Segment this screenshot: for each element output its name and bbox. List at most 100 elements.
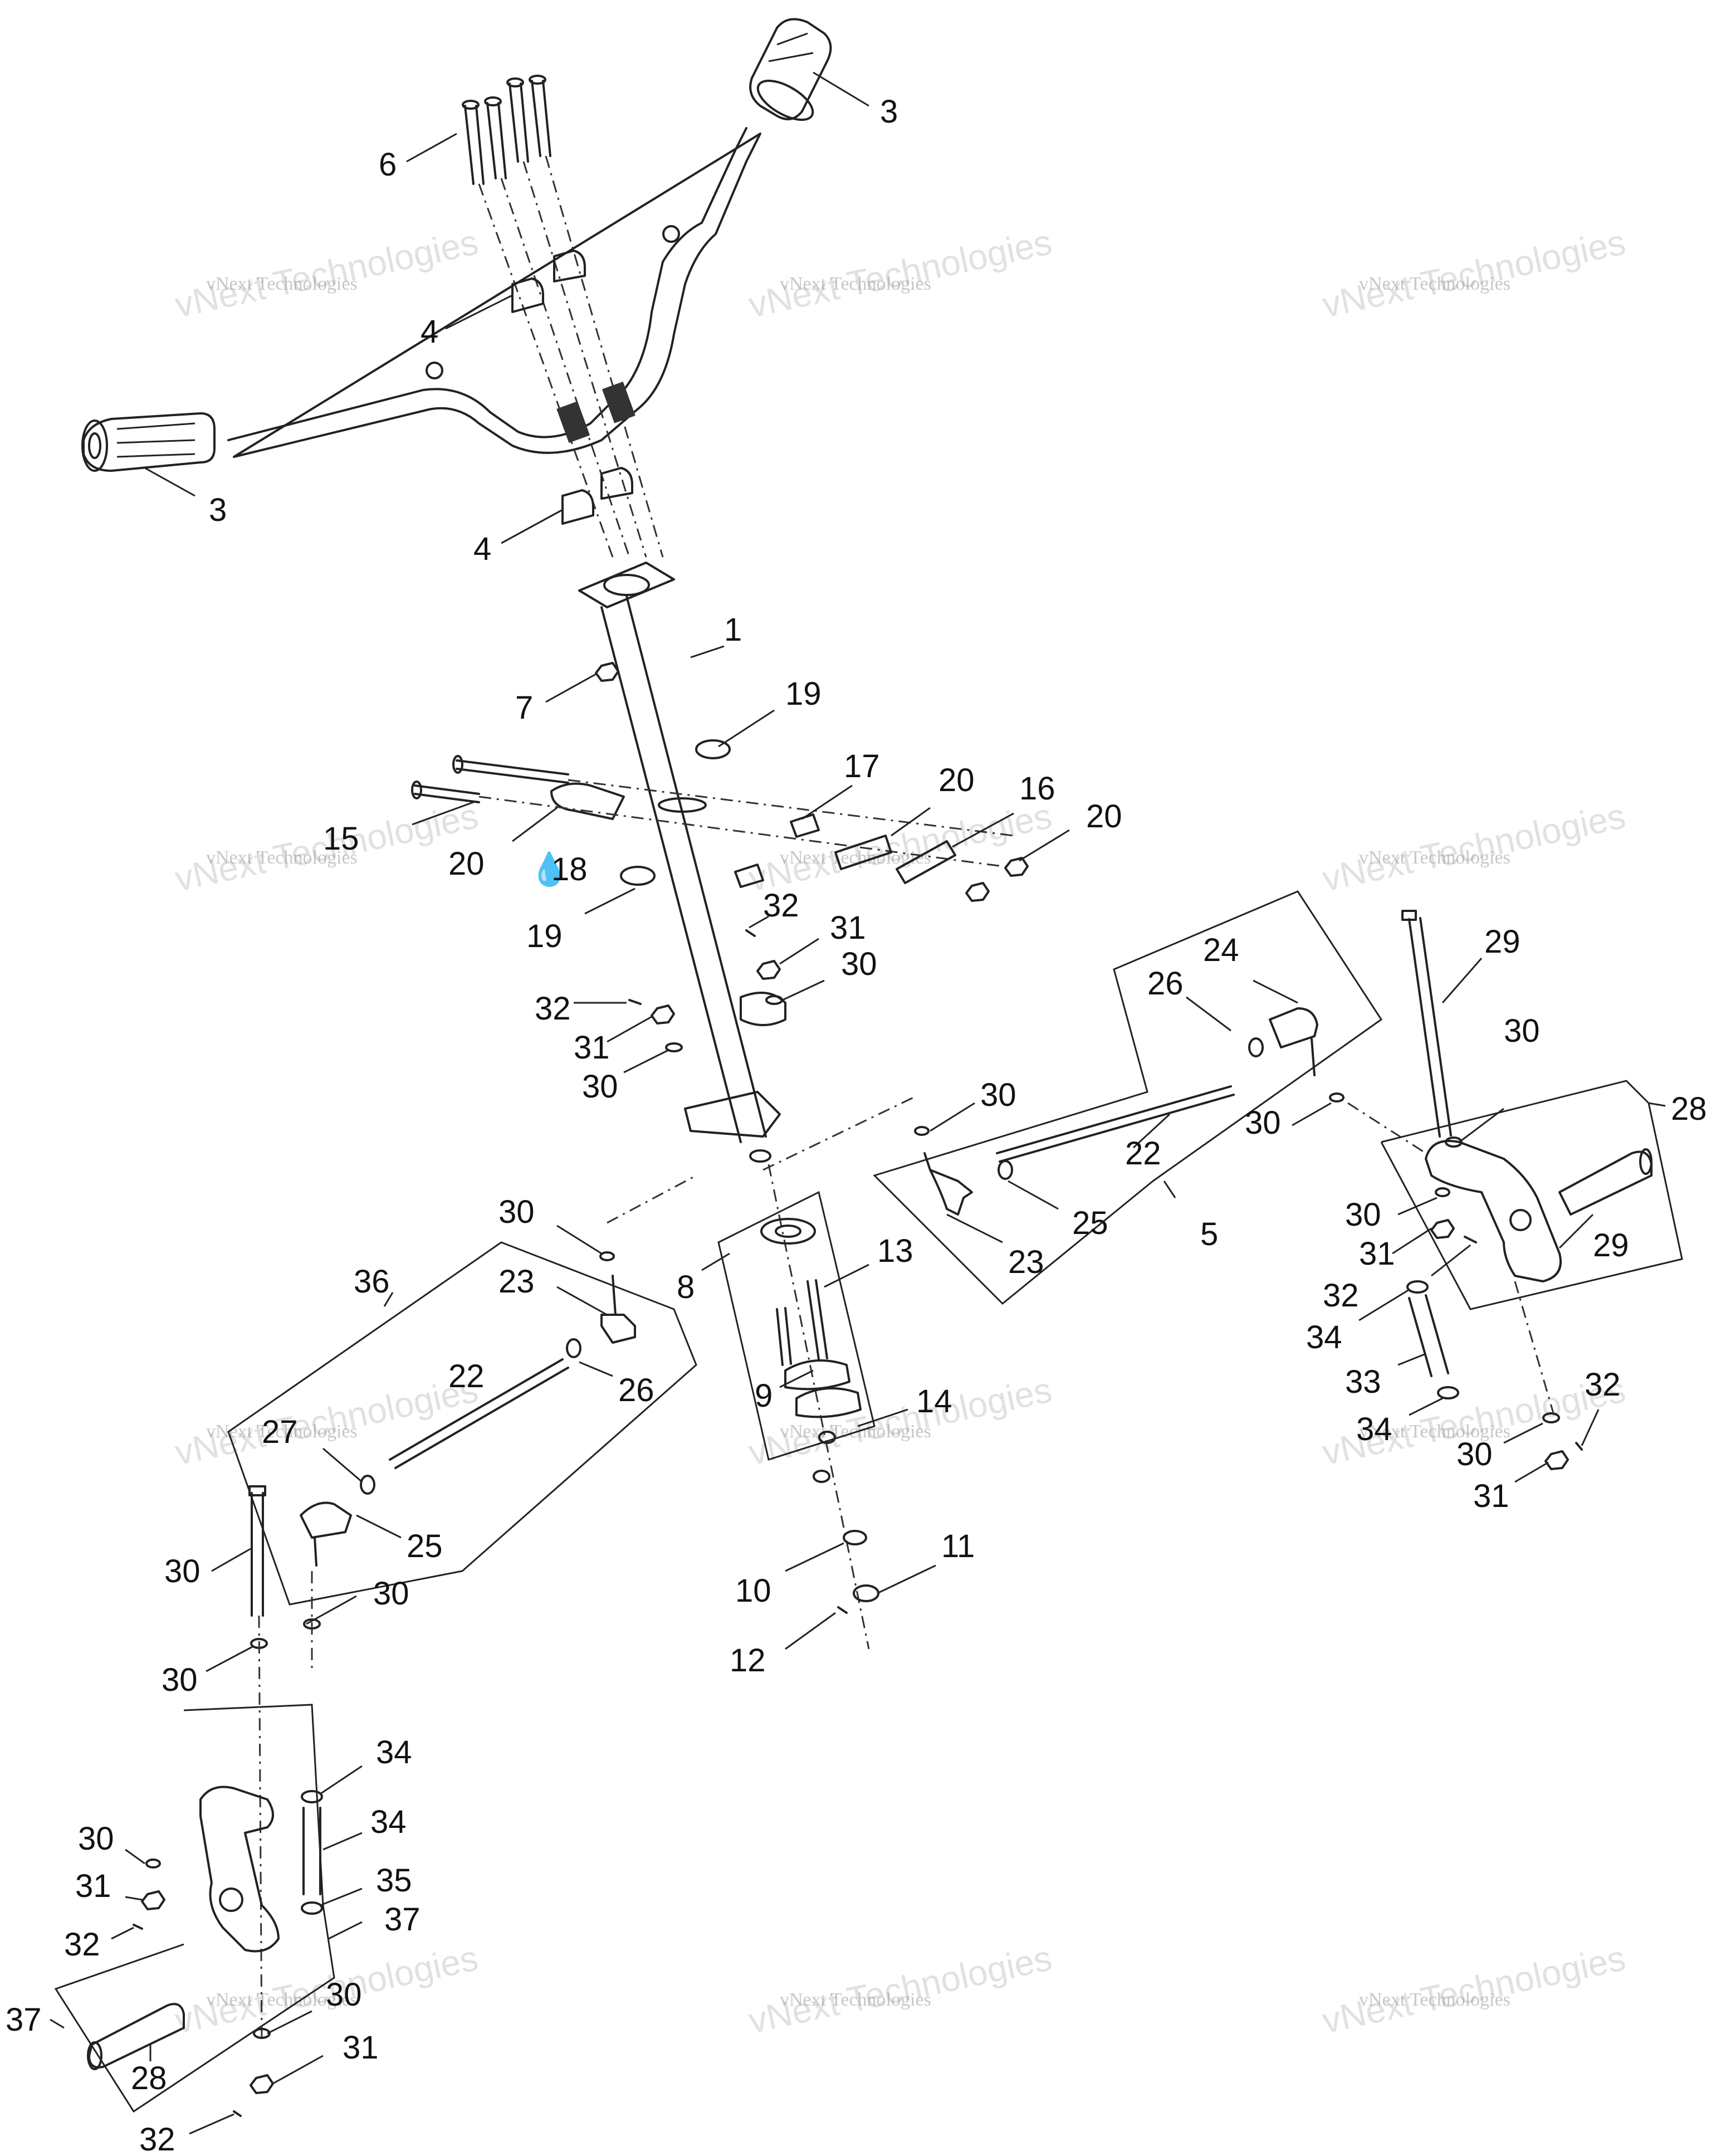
steering-column	[578, 562, 870, 1650]
ring-19-lower	[620, 866, 656, 886]
tie-rod-22-right	[996, 1085, 1235, 1163]
axle-28-right	[1558, 1150, 1653, 1216]
callout-32: 32	[1585, 1367, 1621, 1403]
callout-6: 6	[379, 147, 397, 183]
handlebar-knurl-right	[602, 381, 635, 423]
callout-20: 20	[448, 846, 485, 882]
callout-31: 31	[1359, 1236, 1395, 1272]
ring-19-upper	[695, 739, 731, 759]
callout-32: 32	[1323, 1277, 1359, 1314]
callout-4: 4	[421, 314, 438, 350]
nut-14	[818, 1431, 836, 1444]
spindle-assembly-right-outline	[1380, 1080, 1683, 1310]
spindle-36	[199, 1786, 280, 1953]
callout-30: 30	[1456, 1436, 1493, 1472]
tie-rod-end-23-left	[600, 1314, 636, 1344]
handlebar-switch-mount-left	[426, 362, 443, 379]
callout-15: 15	[323, 821, 359, 857]
callout-34: 35	[376, 1862, 412, 1899]
watermark-7: vNext Technologies vNext Technologies	[172, 1369, 482, 1473]
callout-33: 33	[1345, 1364, 1381, 1400]
watermark-12: vNext Technologies vNext Technologies	[1319, 1938, 1629, 2041]
nut-31-l2	[250, 2074, 274, 2094]
cotter-32-upper	[745, 929, 756, 937]
watermark-text: vNext Technologies	[206, 847, 358, 868]
washer-30-left	[665, 1042, 683, 1052]
callout-26: 26	[1147, 965, 1184, 1002]
callout-30: 30	[498, 1194, 535, 1230]
callout-32: 32	[763, 887, 799, 924]
watermark-8: vNext Technologies vNext Technologies	[745, 1369, 1055, 1473]
washer-30-l5	[253, 2028, 271, 2039]
watermark-text: vNext Technologies	[206, 274, 358, 294]
spindle-assembly-right	[1380, 910, 1683, 1470]
bolt-29-right	[1408, 917, 1452, 1138]
nut-25-left	[566, 1338, 581, 1358]
cotter-32-l2	[233, 2110, 242, 2117]
washer-30-upper	[765, 995, 783, 1005]
handlebar-clamp-upper-left	[511, 277, 544, 313]
callout-8: 8	[677, 1269, 695, 1305]
callout-30: 30	[1245, 1105, 1281, 1141]
nut-31-upper	[756, 960, 781, 980]
callout-30: 30	[980, 1077, 1016, 1113]
grip-right	[749, 18, 832, 121]
callout-21: 20	[1086, 798, 1122, 835]
nut-31-l1	[141, 1890, 165, 1910]
callout-14: 14	[916, 1383, 952, 1420]
column-lower-plate	[684, 1091, 781, 1138]
callout-3: 3	[209, 492, 227, 528]
callout-22: 22	[448, 1358, 485, 1394]
callout-36: 37	[6, 2002, 42, 2038]
watermark-text: vNext Technologies	[1359, 274, 1510, 294]
callout-30: 30	[841, 946, 877, 982]
callout-27: 28	[1671, 1091, 1707, 1127]
steering-support-outline	[717, 1191, 876, 1461]
tie-rod-end-23-right	[929, 1169, 973, 1216]
handlebar-clamp-upper-right	[553, 250, 586, 282]
handlebar-assembly	[81, 18, 832, 558]
bolt-center-lines	[478, 155, 664, 558]
handlebar-clamp-lower-right	[600, 467, 633, 500]
callout-25: 26	[618, 1372, 654, 1408]
bolt-13b	[776, 1307, 792, 1366]
column-hardware	[628, 929, 783, 1052]
callout-31: 31	[574, 1030, 610, 1066]
column-tube	[600, 595, 767, 1143]
callout-31: 31	[75, 1868, 111, 1904]
clamp-block-20-left	[550, 782, 625, 820]
callout-32: 32	[64, 1926, 100, 1963]
pin-33-right	[1408, 1294, 1449, 1377]
callout-7: 7	[515, 690, 533, 726]
spindle-assembly-left-outline	[54, 1704, 335, 2113]
callout-30: 30	[78, 1821, 114, 1857]
grip-left	[81, 412, 216, 472]
tie-rod-end-24-right	[1269, 1007, 1318, 1048]
callout-23: 23	[1008, 1244, 1044, 1280]
callout-20: 20	[938, 762, 975, 798]
tie-rod-assembly-left-outline	[227, 1241, 697, 1606]
watermark-text: vNext Technologies	[1359, 847, 1510, 868]
watermark-text: vNext Technologies	[206, 1989, 358, 2010]
handlebar-switch-mount-right	[662, 225, 680, 243]
column-mid-bracket	[740, 992, 786, 1026]
washer-30-l1	[599, 1251, 615, 1261]
watermark-text: vNext Technologies	[780, 1989, 931, 2010]
bolt-long-lower	[414, 784, 480, 803]
nut-31-r1	[1430, 1219, 1455, 1239]
callout-34: 34	[1356, 1411, 1392, 1447]
callout-26: 27	[262, 1414, 298, 1450]
washer-30-r5	[1542, 1412, 1560, 1423]
leader-lines	[50, 71, 1666, 2135]
pin-33-left	[302, 1807, 321, 1895]
cotter-32-r2	[1575, 1442, 1583, 1451]
cotter-32-r1	[1464, 1236, 1477, 1243]
watermark-11: vNext Technologies vNext Technologies	[745, 1938, 1055, 2041]
callout-31: 31	[1473, 1478, 1509, 1514]
callout-32: 32	[535, 991, 571, 1027]
watermark-3: vNext Technologies vNext Technologies	[1319, 222, 1629, 325]
nut-31-r2	[1544, 1450, 1569, 1470]
nut-25-right	[998, 1160, 1013, 1180]
callout-5: 5	[1200, 1216, 1218, 1252]
watermark-text: vNext Technologies	[1359, 1421, 1510, 1442]
